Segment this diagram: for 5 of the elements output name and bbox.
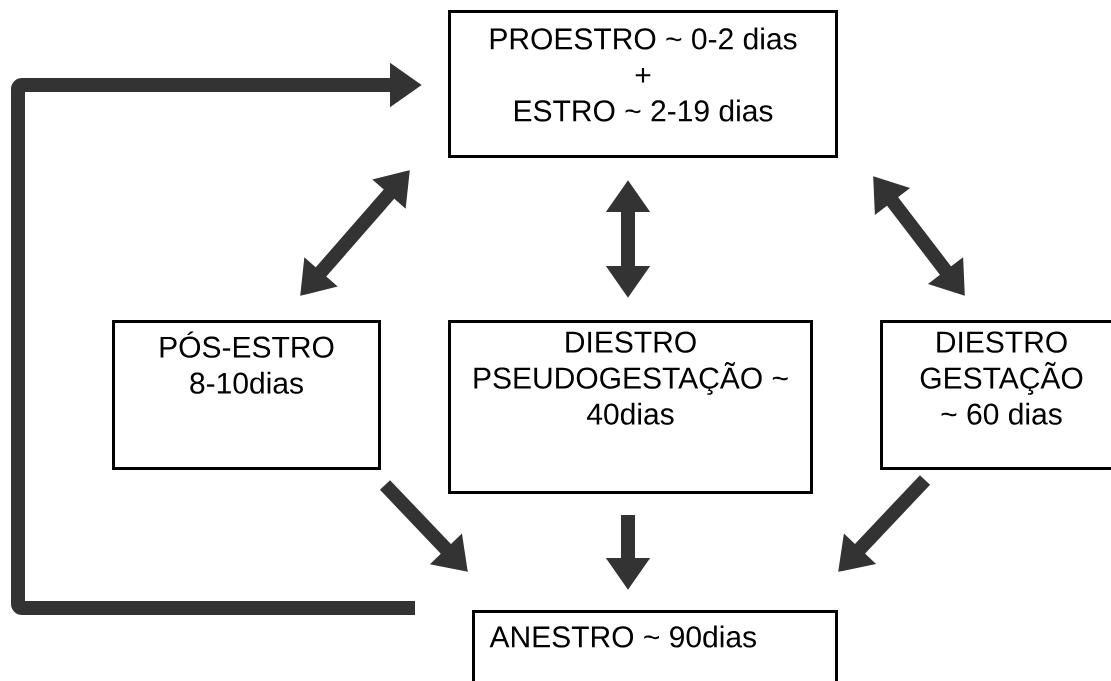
stage-box: PROESTRO ~ 0-2 dias + ESTRO ~ 2-19 dias <box>448 10 838 158</box>
stage-box: DIESTRO GESTAÇÃO ~ 60 dias <box>880 320 1111 470</box>
stage-box: DIESTRO PSEUDOGESTAÇÃO ~ 40dias <box>448 320 813 494</box>
stage-box: ANESTRO ~ 90dias <box>472 610 838 681</box>
stage-box: PÓS-ESTRO 8-10dias <box>112 320 381 470</box>
